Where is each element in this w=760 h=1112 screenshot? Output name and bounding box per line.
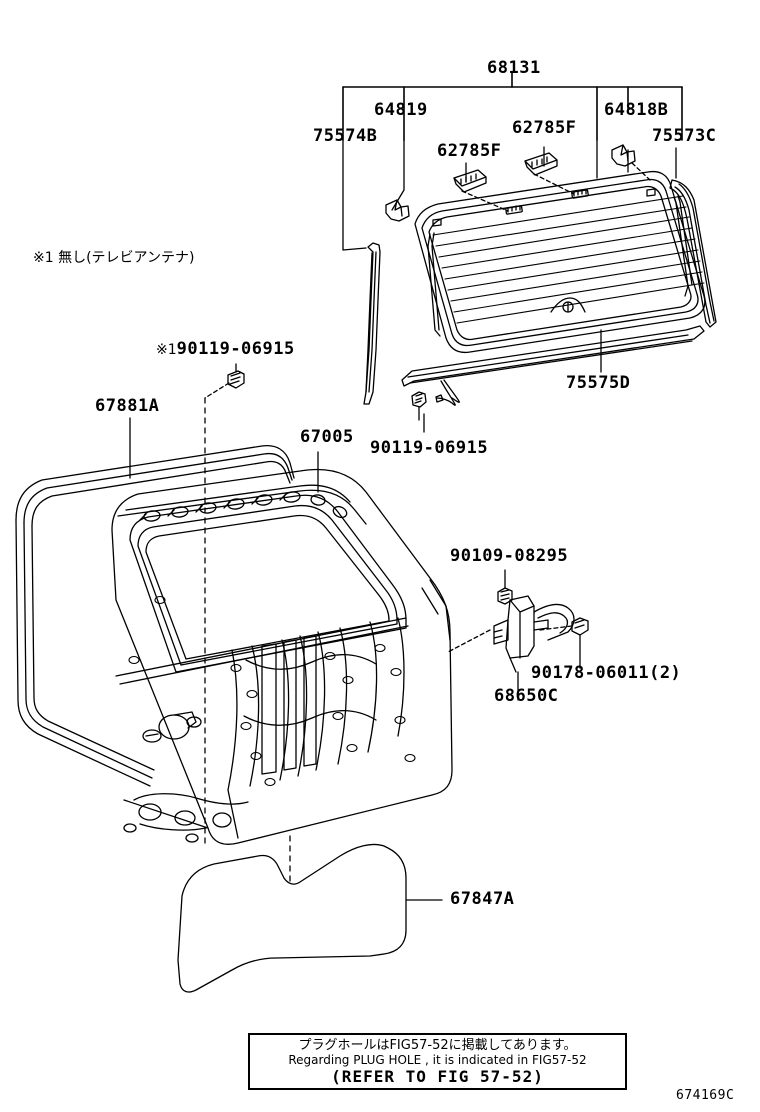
- glass-wiring-harness: [435, 379, 460, 406]
- leader-lines-top: [342, 139, 677, 373]
- label-62785F-right: 62785F: [512, 118, 577, 138]
- note-tv-antenna: ※1 無し(テレビアンテナ): [33, 250, 195, 266]
- part-68650C-door-lock: [493, 595, 575, 673]
- figure-code: 674169C: [676, 1088, 735, 1103]
- label-90109-08295: 90109-08295: [450, 546, 569, 566]
- bracket-68131: [342, 71, 683, 141]
- spot-welds: [128, 595, 416, 787]
- part-67005-back-door-panel: [111, 468, 453, 845]
- part-90119-06915-bolt-upper: [227, 363, 245, 389]
- part-67881A-weatherstrip: [15, 444, 295, 787]
- part-67847A-service-cover: [177, 843, 407, 993]
- part-68131-back-window-glass: [414, 170, 706, 354]
- leader-64818B: [631, 162, 651, 181]
- label-67847A: 67847A: [450, 889, 515, 909]
- panel-stampings: [227, 617, 405, 839]
- leader-90178: [539, 625, 573, 631]
- part-90109-08295-screw: [497, 569, 513, 605]
- label-67881A: 67881A: [95, 396, 160, 416]
- leader-90119-upper: [204, 382, 230, 399]
- note-refer-line: (REFER TO FIG 57-52): [331, 1067, 544, 1086]
- leader-62785F-left: [461, 190, 509, 212]
- lower-sill-details: [123, 793, 249, 843]
- label-75573C: 75573C: [652, 126, 717, 146]
- top-flange-clip-holes: [139, 491, 348, 522]
- note-japanese-line: プラグホールはFIG57-52に掲載してあります。: [298, 1038, 577, 1053]
- part-90178-06011-nut: [571, 617, 589, 669]
- part-75575D-weatherstrip: [401, 325, 705, 387]
- label-67005: 67005: [300, 427, 354, 447]
- label-62785F-left: 62785F: [437, 141, 502, 161]
- leader-62785F-right: [533, 173, 575, 195]
- part-62785F-clip-right: [524, 152, 558, 176]
- label-75574B: 75574B: [313, 126, 378, 146]
- note-english-line: Regarding PLUG HOLE , it is indicated in…: [288, 1053, 587, 1067]
- star-marker-1: ※1: [156, 342, 177, 358]
- part-64818B-clip: [611, 144, 636, 167]
- leader-68650C-assembly: [447, 629, 491, 653]
- part-64819-clip: [385, 199, 410, 222]
- label-68650C: 68650C: [494, 686, 559, 706]
- label-90119-06915-right: 90119-06915: [370, 438, 489, 458]
- label-64818B: 64818B: [604, 100, 669, 120]
- part-75573C-weatherstrip: [669, 179, 717, 328]
- label-90178-06011: 90178-06011(2): [531, 663, 682, 683]
- panel-left-cutouts: [142, 711, 202, 743]
- plug-hole-note-box: プラグホールはFIG57-52に掲載してあります。 Regarding PLUG…: [248, 1033, 627, 1090]
- label-64819: 64819: [374, 100, 428, 120]
- label-68131: 68131: [487, 58, 541, 78]
- part-62785F-clip-left: [453, 169, 487, 193]
- label-90119-06915-upper-text: 90119-06915: [176, 339, 295, 359]
- part-90119-06915-bolt-lower: [411, 391, 427, 421]
- part-75574B-weatherstrip: [363, 242, 381, 405]
- label-75575D: 75575D: [566, 373, 631, 393]
- defogger-grid: [432, 195, 705, 324]
